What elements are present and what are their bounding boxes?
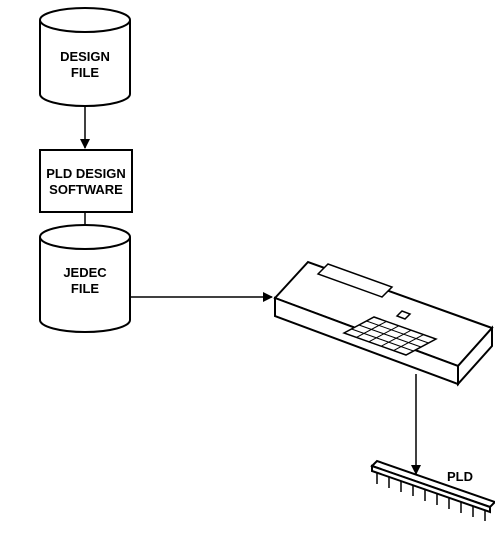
jedec-file-cylinder: JEDEC FILE	[39, 224, 131, 333]
design-file-label-line1: DESIGN	[60, 49, 110, 64]
pld-label: PLD	[447, 469, 473, 484]
programmer-keypad	[342, 316, 438, 356]
software-label-line1: PLD DESIGN	[46, 166, 125, 181]
programmer-indicator	[395, 310, 412, 320]
programmer-display	[316, 263, 394, 298]
pld-chip-icon: PLD	[370, 459, 495, 521]
design-file-cylinder: DESIGN FILE	[39, 7, 131, 107]
software-label-line2: SOFTWARE	[49, 182, 123, 197]
design-file-label-line2: FILE	[71, 65, 99, 80]
pld-chip-pins	[376, 473, 486, 521]
jedec-file-label-line1: JEDEC	[63, 265, 107, 280]
device-programmer-icon	[273, 260, 494, 387]
jedec-file-label-line2: FILE	[71, 281, 99, 296]
pld-design-software-box: PLD DESIGN SOFTWARE	[39, 149, 133, 213]
